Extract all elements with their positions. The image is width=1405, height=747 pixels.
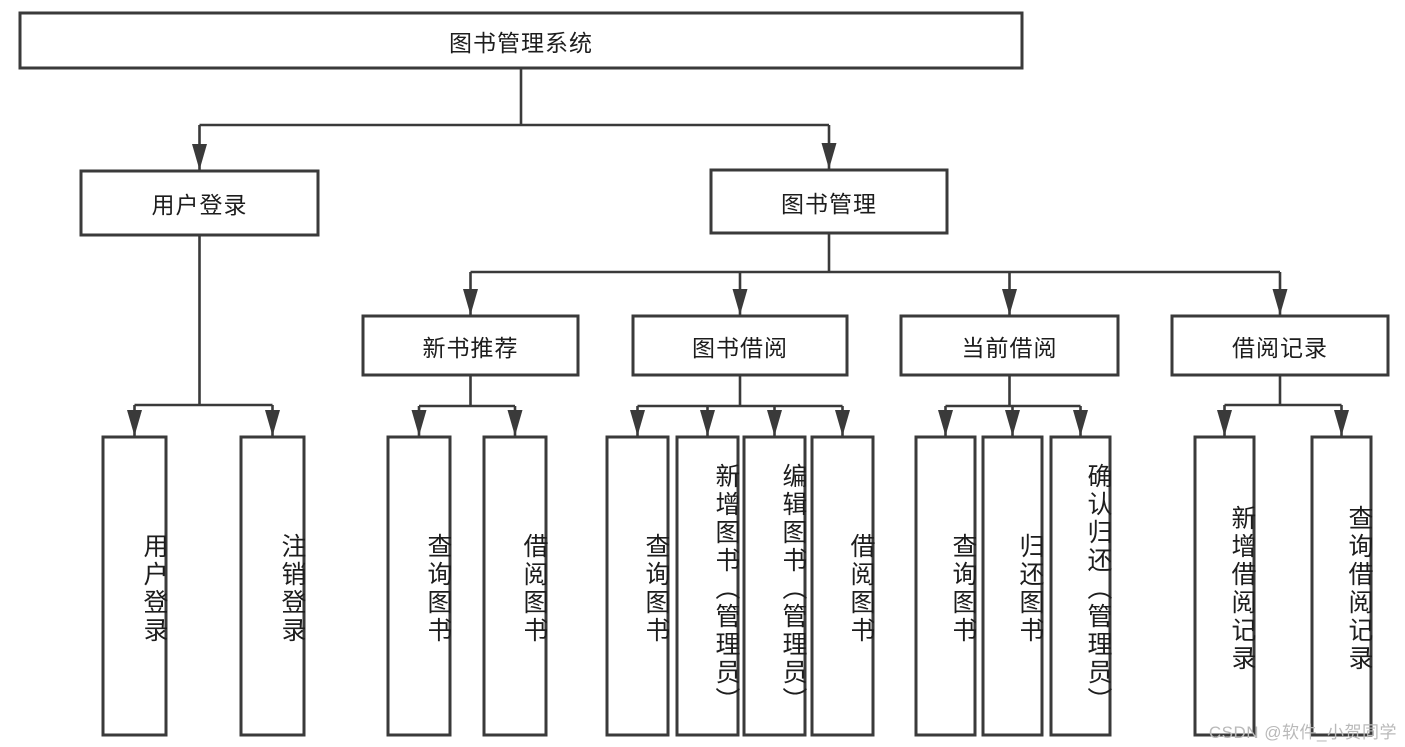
arrow-head-icon-book-manage [821,143,837,169]
arrow-head-icon-leaf-logout [265,410,280,436]
connector-layer [127,68,1349,436]
node-box-leaf-confirm-return[interactable] [1049,435,1112,737]
node-box-current-borrow[interactable] [899,314,1120,377]
node-box-book-manage[interactable] [709,168,949,235]
watermark-text: CSDN @软件_小贺同学 [1208,723,1397,742]
arrow-head-icon-leaf-borrow-book-bor [835,410,850,436]
arrow-head-icon-leaf-query-record [1334,410,1349,436]
arrow-head-icon-leaf-confirm-return [1073,410,1088,436]
arrow-head-icon-leaf-query-book-cur [938,410,953,436]
node-box-leaf-add-record[interactable] [1193,435,1256,737]
arrow-head-icon-book-borrow [732,289,748,315]
arrow-head-icon-leaf-borrow-book-rec [507,410,523,436]
box-layer [18,11,1390,737]
node-box-new-book-rec[interactable] [361,314,580,377]
arrow-head-icon-leaf-query-book-rec [411,410,427,436]
node-box-leaf-borrow-book-rec[interactable] [482,435,548,737]
node-box-leaf-edit-book[interactable] [742,435,807,737]
node-box-leaf-user-login[interactable] [101,435,168,737]
arrow-head-icon-leaf-user-login [127,410,142,436]
arrow-head-icon-current-borrow [1002,289,1017,315]
node-box-leaf-query-record[interactable] [1310,435,1373,737]
node-box-leaf-borrow-book-bor[interactable] [810,435,875,737]
arrow-head-icon-new-book-rec [463,289,478,315]
node-box-leaf-query-book-bor[interactable] [605,435,670,737]
arrow-head-icon-leaf-add-record [1217,410,1232,436]
node-box-leaf-add-book[interactable] [675,435,740,737]
node-box-root[interactable] [18,11,1024,70]
node-box-borrow-record[interactable] [1170,314,1390,377]
arrow-head-icon-user-login [192,144,207,170]
node-box-book-borrow[interactable] [631,314,849,377]
node-box-user-login[interactable] [79,169,320,237]
arrow-head-icon-borrow-record [1272,289,1288,315]
node-box-leaf-return-book[interactable] [981,435,1044,737]
arrow-head-icon-leaf-add-book [700,410,715,436]
arrow-head-icon-leaf-return-book [1005,410,1020,436]
node-box-leaf-query-book-rec[interactable] [386,435,452,737]
node-box-leaf-query-book-cur[interactable] [914,435,977,737]
arrow-head-icon-leaf-query-book-bor [630,410,645,436]
arrow-head-icon-leaf-edit-book [767,410,782,436]
node-box-leaf-logout[interactable] [239,435,306,737]
